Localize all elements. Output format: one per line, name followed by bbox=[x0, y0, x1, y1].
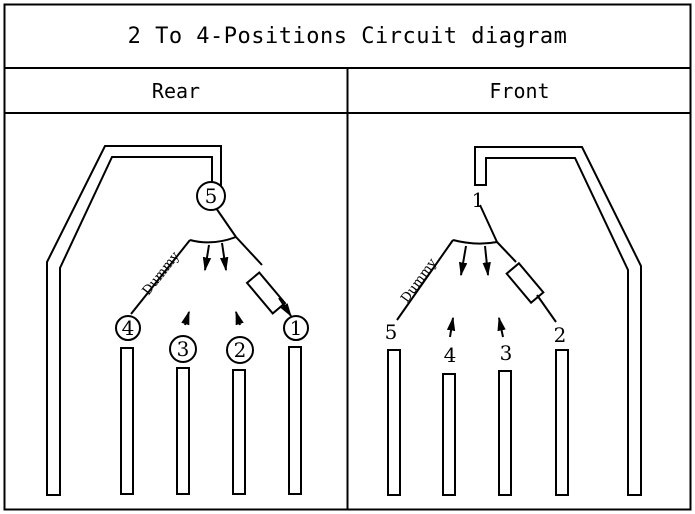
front-terminal-strip-2 bbox=[555, 349, 569, 496]
front-terminal-strip-3 bbox=[498, 370, 512, 496]
rear-resistor bbox=[245, 271, 287, 315]
rear-terminal-strip-3 bbox=[176, 367, 190, 495]
front-terminal-label-5: 5 bbox=[385, 320, 398, 344]
front-terminal-strip-4 bbox=[442, 373, 456, 496]
rear-common-label: 5 bbox=[205, 184, 218, 208]
rear-terminal-label-3: 3 bbox=[177, 337, 190, 361]
rear-terminal-label-2: 2 bbox=[234, 338, 247, 362]
front-common-label: 1 bbox=[472, 188, 485, 212]
front-terminal-label-3: 3 bbox=[500, 341, 513, 365]
column-header-rear: Rear bbox=[151, 78, 201, 103]
rear-terminal-strip-2 bbox=[232, 369, 246, 495]
front-dummy-label: Dummy bbox=[398, 255, 440, 305]
front-terminal-label-4: 4 bbox=[444, 343, 457, 367]
front-terminal-strip-5 bbox=[387, 349, 401, 496]
column-header-front: Front bbox=[489, 78, 550, 103]
front-circuit bbox=[387, 146, 642, 496]
front-terminal-label-2: 2 bbox=[554, 323, 567, 347]
rear-terminal-strip-4 bbox=[120, 347, 134, 495]
rear-circuit bbox=[46, 145, 309, 496]
front-frame-strip bbox=[474, 146, 642, 496]
rear-terminal-strip-1 bbox=[288, 346, 302, 495]
front-resistor bbox=[505, 261, 545, 305]
rear-dummy-label: Dummy bbox=[140, 249, 183, 299]
diagram-title: 2 To 4-Positions Circuit diagram bbox=[127, 23, 568, 49]
rear-terminal-label-1: 1 bbox=[290, 316, 303, 340]
rear-terminal-label-4: 4 bbox=[122, 316, 135, 340]
